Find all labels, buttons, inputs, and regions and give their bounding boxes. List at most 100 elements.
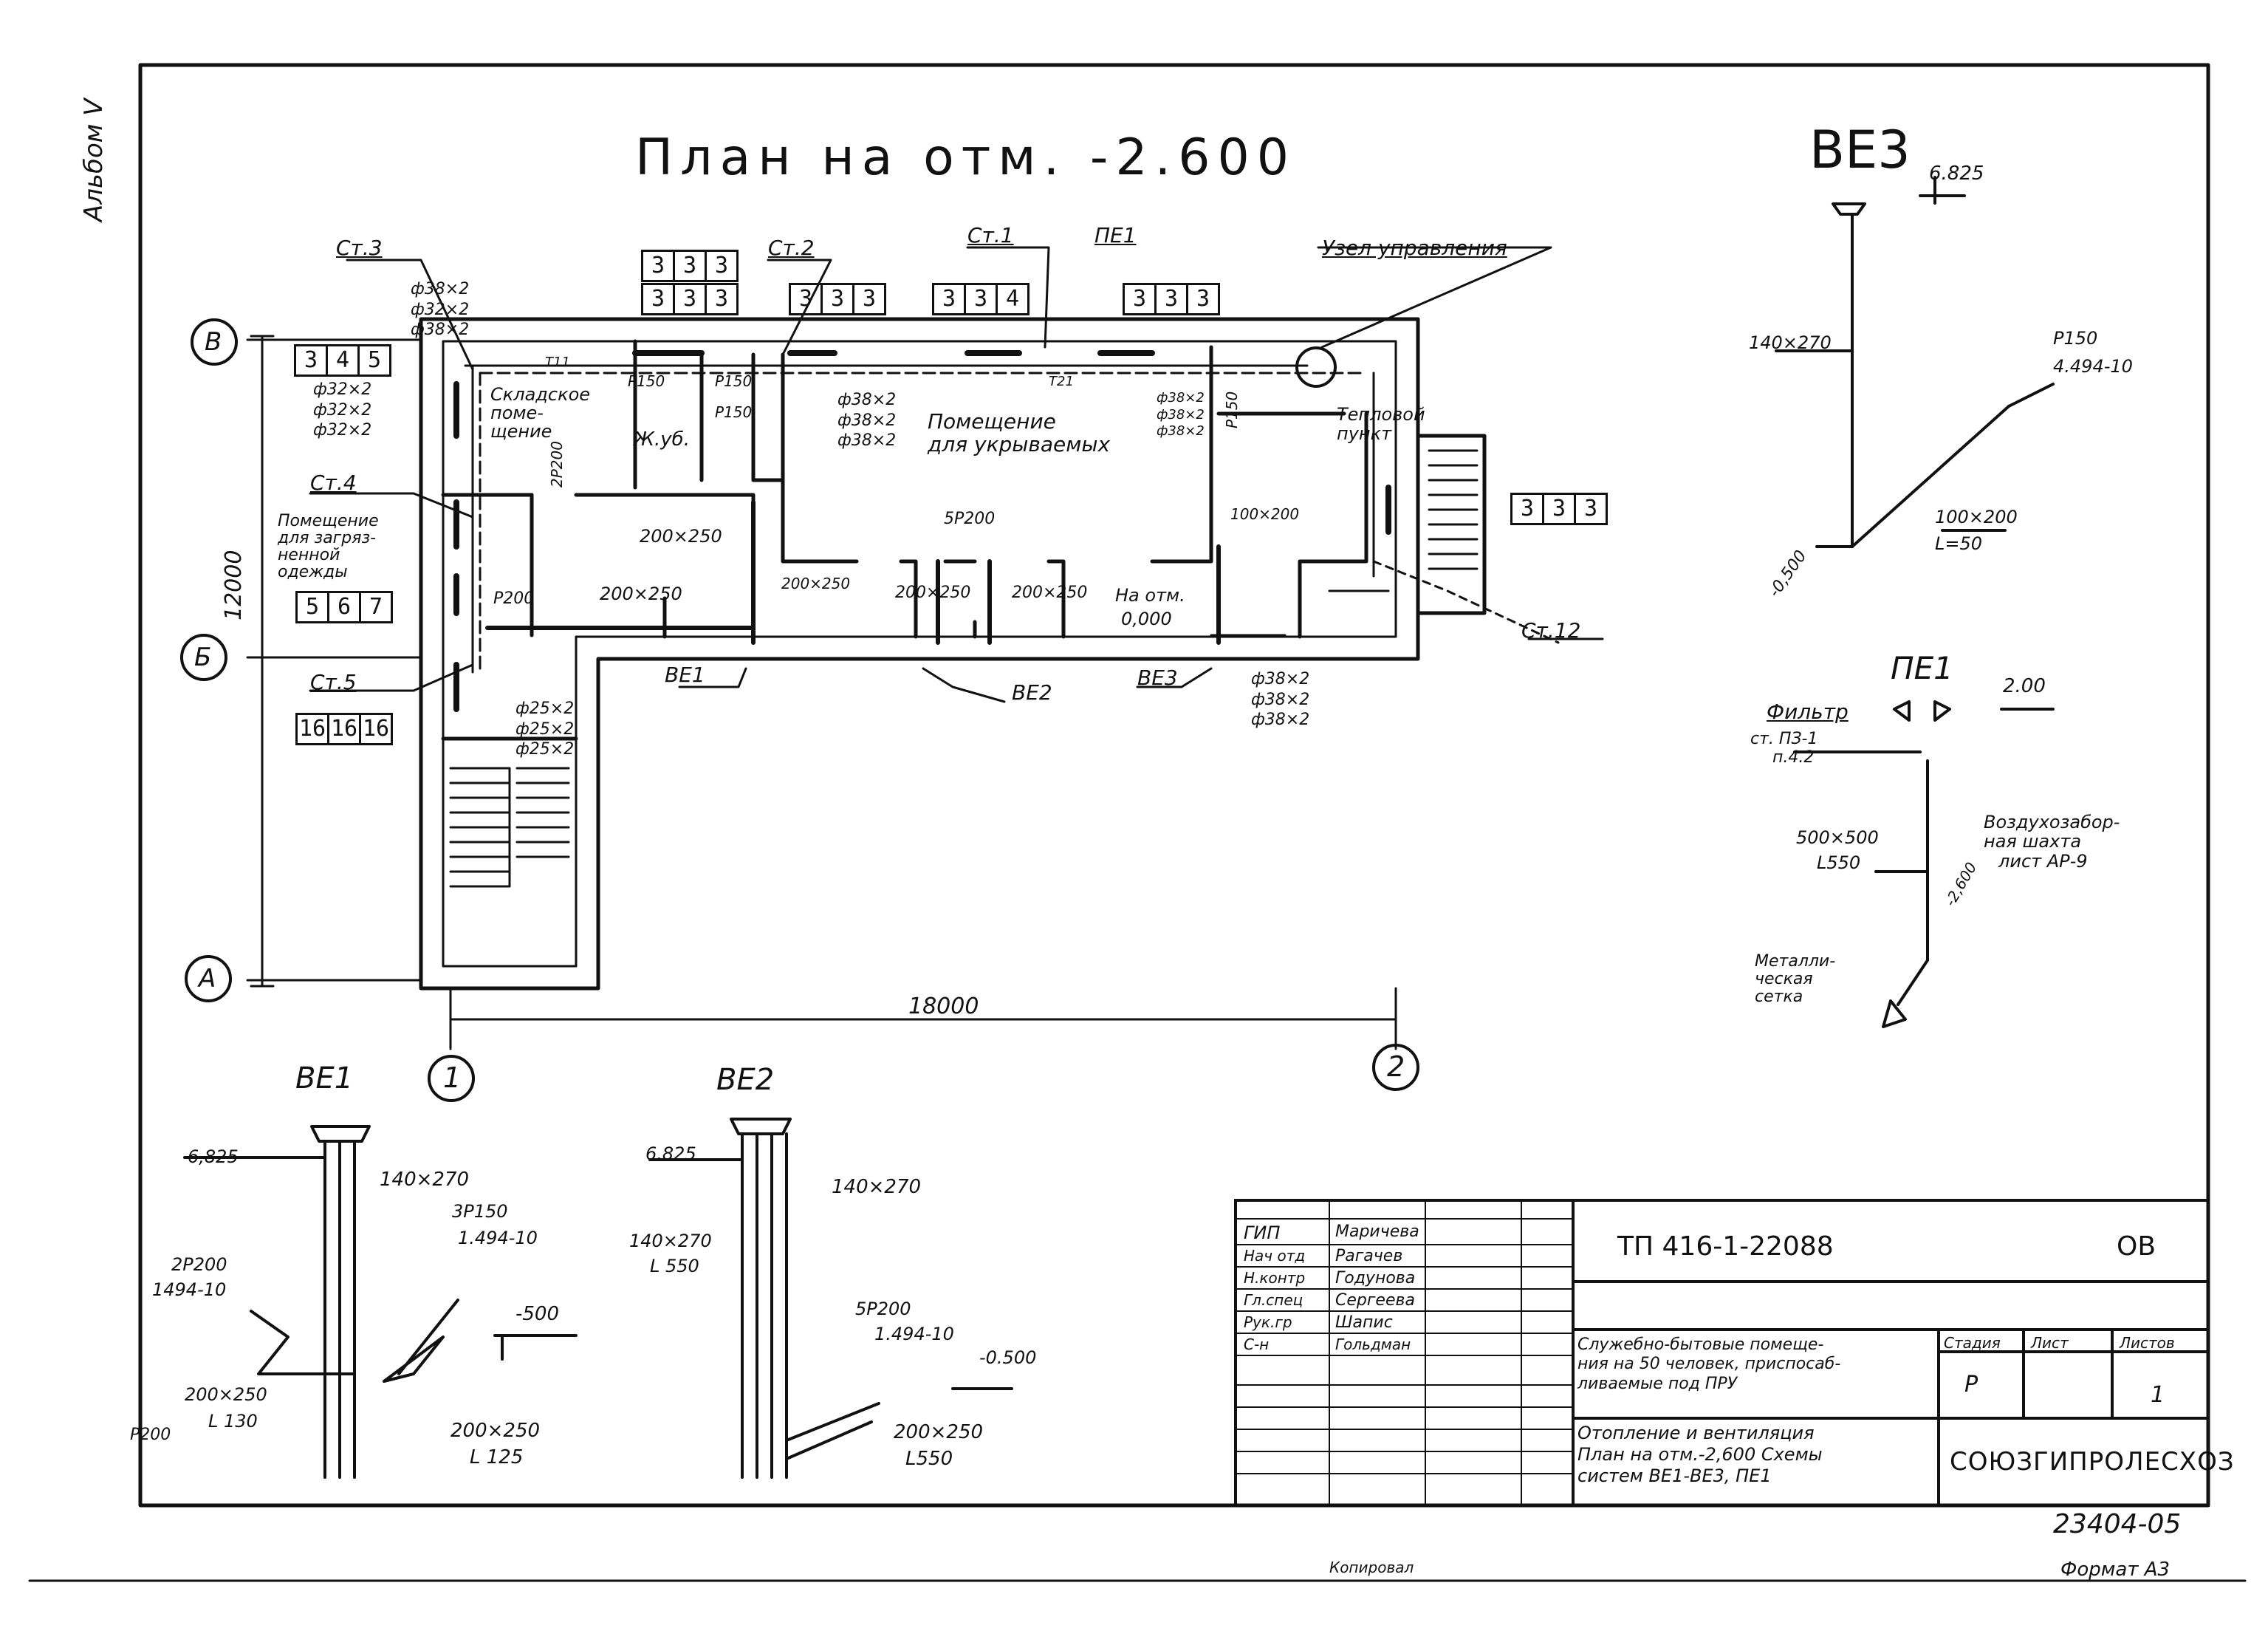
- stamp-role-3: Н.контр: [1244, 1269, 1306, 1287]
- ve1-scheme-lines: [183, 1125, 578, 1479]
- stair-lower: [449, 767, 570, 888]
- system-ve3-label: ВЕ3: [1137, 666, 1178, 690]
- stamp-role-4: Гл.спец: [1244, 1291, 1303, 1309]
- ve2-duct-0: 140×270: [629, 1231, 712, 1251]
- axis-b-label: Б: [194, 643, 212, 672]
- stamp-name-6: Гольдман: [1335, 1335, 1411, 1353]
- stamp-role-5: Рук.гр: [1244, 1313, 1292, 1331]
- dim-height: 12000: [221, 550, 247, 620]
- duct-label-1: 200×250: [640, 526, 722, 547]
- ve3-duct-2: 100×200: [1935, 507, 2018, 527]
- building-walls: [419, 317, 1487, 991]
- stamp-name-1: Маричева: [1335, 1222, 1419, 1241]
- stamp-section: ОВ: [2117, 1231, 2156, 1262]
- pe1-filter: Фильтр: [1767, 700, 1849, 724]
- riser-st4: Ст.4: [310, 471, 357, 495]
- stamp-sheet-header: Лист: [2031, 1334, 2069, 1352]
- ve1-top-mark: 6,825: [188, 1146, 239, 1167]
- pe1-top-mark: 2.00: [2003, 675, 2046, 697]
- title-block-lines: [1234, 1199, 2210, 1507]
- stamp-stage: Р: [1964, 1372, 1978, 1398]
- stamp-sheets-header: Листов: [2120, 1334, 2175, 1352]
- ve1-grille-2-code: 1494-10: [152, 1279, 227, 1300]
- ve3-length: L=50: [1935, 533, 1983, 554]
- axis-2-label: 2: [1387, 1050, 1405, 1083]
- pe1-length: L550: [1817, 852, 1861, 873]
- level-mark-label: На отм.: [1115, 585, 1185, 606]
- pipe-t11-label: Т11: [545, 355, 570, 370]
- stamp-name-2: Рагачев: [1335, 1247, 1403, 1265]
- axis-v-label: В: [205, 327, 222, 357]
- album-label: Альбом V: [79, 98, 109, 222]
- ve2-low-mark: -0.500: [979, 1347, 1037, 1368]
- ve2-grille-code: 1.494-10: [874, 1324, 954, 1344]
- radiator-marks: [453, 350, 1391, 712]
- duct-label-2: 200×250: [600, 584, 682, 604]
- room-zhub: Ж.уб.: [634, 428, 690, 451]
- ve3-scheme-lines: [1775, 176, 2055, 548]
- inventory-number: 23404-05: [2053, 1509, 2182, 1539]
- grille-2p200: 2Р200: [548, 441, 566, 488]
- ve1-duct-3: 200×250: [450, 1420, 541, 1442]
- grille-p150-b: Р150: [715, 372, 753, 390]
- axis-bubbles: [180, 318, 1419, 1102]
- ve1-p200: Р200: [130, 1426, 171, 1444]
- control-node-label: Узел управления: [1322, 236, 1507, 260]
- vent-ducts: [485, 500, 1221, 645]
- duct-label-4: 200×250: [895, 584, 971, 602]
- pe1-duct: 500×500: [1796, 827, 1879, 848]
- ve2-duct-1: 140×270: [832, 1176, 922, 1198]
- ve2-len-0: L 550: [650, 1256, 699, 1276]
- ve3-grille-code: 4.494-10: [2053, 356, 2133, 377]
- stamp-description: Служебно-бытовые помеще-ния на 50 челове…: [1577, 1335, 1841, 1393]
- copied-by-label: Копировал: [1329, 1559, 1414, 1576]
- stamp-name-4: Сергеева: [1335, 1291, 1415, 1310]
- ve2-scheme-lines: [648, 1118, 1013, 1479]
- ve1-len-2: L 130: [208, 1411, 258, 1432]
- ve1-grille-1-code: 1.494-10: [458, 1228, 538, 1248]
- grille-p150-c: Р150: [715, 403, 753, 421]
- ve3-top-mark: 6.825: [1929, 163, 1984, 185]
- system-ve1-label: ВЕ1: [665, 663, 705, 687]
- ve1-low-mark: -500: [515, 1303, 560, 1325]
- sheet-frame: [138, 63, 2210, 1508]
- stamp-name-5: Шапис: [1335, 1313, 1393, 1332]
- riser-st5: Ст.5: [310, 670, 357, 694]
- ve3-grille: Р150: [2053, 328, 2098, 349]
- heating-pipes: [464, 364, 1560, 674]
- format-label: Формат А3: [2060, 1559, 2171, 1581]
- pe1-plan-label: ПЕ1: [1094, 223, 1137, 247]
- ve1-title: ВЕ1: [295, 1061, 354, 1095]
- stamp-role-2: Нач отд: [1244, 1247, 1306, 1265]
- ve1-duct-2: 200×250: [185, 1384, 267, 1405]
- level-mark-value: 0,000: [1121, 609, 1172, 629]
- riser-st3: Ст.3: [336, 236, 383, 260]
- stamp-name-3: Годунова: [1335, 1269, 1416, 1287]
- ve3-title: ВЕ3: [1809, 120, 1911, 180]
- ve2-grille: 5Р200: [855, 1299, 911, 1319]
- control-node-circle: [1295, 346, 1337, 388]
- riser-st1: Ст.1: [967, 223, 1014, 247]
- grille-5p200: 5Р200: [944, 510, 996, 528]
- stamp-sheets: 1: [2151, 1382, 2165, 1408]
- stair-right: [1428, 449, 1479, 570]
- ve1-duct-1: 140×270: [380, 1169, 470, 1191]
- duct-label-3: 200×250: [781, 575, 851, 592]
